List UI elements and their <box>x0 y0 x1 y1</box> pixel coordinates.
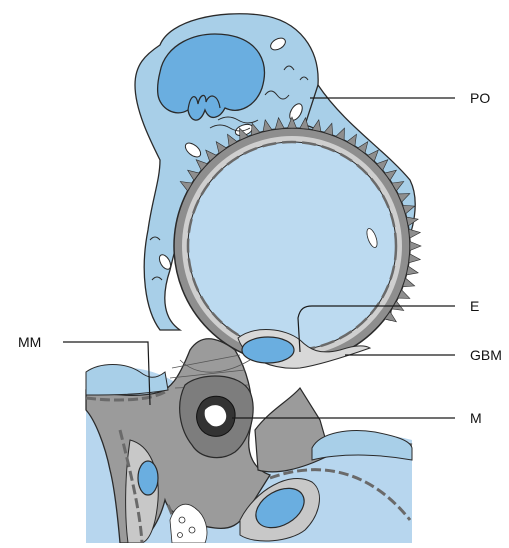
foot-process <box>406 266 418 275</box>
label-po: PO <box>470 90 490 106</box>
label-mm: MM <box>18 334 41 350</box>
foot-process <box>409 229 420 238</box>
label-gbm: GBM <box>470 347 502 363</box>
label-e: E <box>470 298 479 314</box>
foot-process <box>409 254 420 263</box>
label-m: M <box>470 410 482 426</box>
foot-process <box>410 241 421 250</box>
